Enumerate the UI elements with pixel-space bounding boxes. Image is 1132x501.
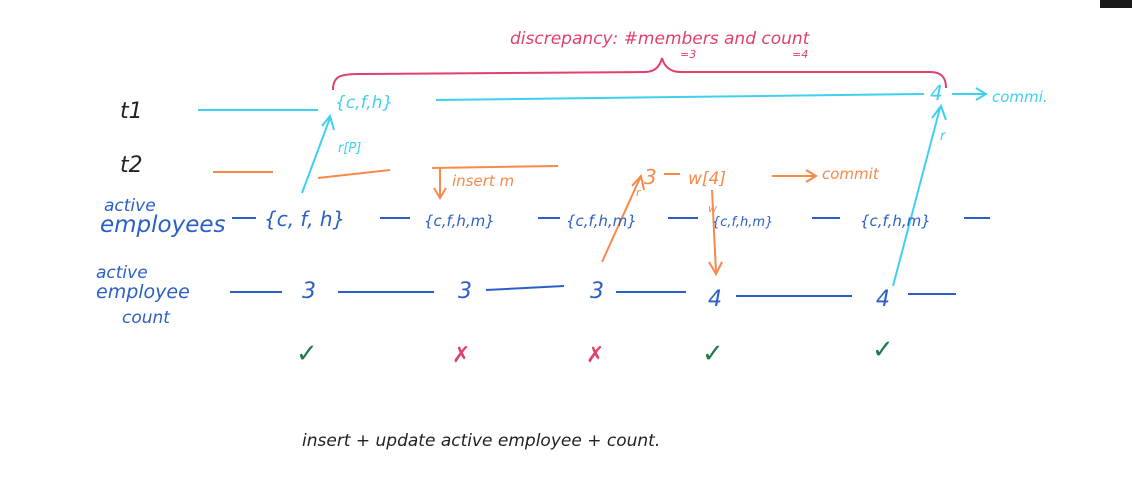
employees-state-2: {c,f,h,m}: [424, 212, 495, 230]
t2-line-mid2: [431, 165, 559, 169]
count-value: =4: [792, 48, 808, 61]
status-mark-1: ✓: [296, 339, 318, 369]
count-state-5: 4: [876, 287, 890, 312]
t2-write-arrow: [708, 189, 723, 277]
count-row: 3 3 3 4 4: [230, 279, 956, 312]
employees-label-line1: active: [104, 196, 156, 216]
status-mark-4: ✓: [702, 339, 724, 369]
count-label-line1: active: [96, 263, 148, 283]
t2-timeline: r[P] insert m 3 r w[4] commit w: [213, 141, 880, 277]
employees-state-1: {c, f, h}: [264, 207, 345, 231]
t2-write-label: w[4]: [688, 169, 726, 189]
row-labels: t1 t2 active employees active employee c…: [96, 99, 226, 328]
t1-label: t1: [120, 99, 143, 124]
employees-state-3: {c,f,h,m}: [566, 212, 637, 230]
count-line-2: [485, 285, 565, 291]
count-state-1: 3: [302, 279, 316, 304]
t1-commit-arrow: [952, 87, 988, 101]
discrepancy-title: discrepancy: #members and count: [510, 29, 811, 49]
t1-line-main: [435, 93, 925, 101]
count-state-2: 3: [458, 279, 472, 304]
discrepancy-brace: [332, 57, 947, 91]
t1-r-mark: r: [940, 129, 947, 144]
discrepancy-annotation: discrepancy: #members and count =3 =4: [332, 29, 947, 91]
t2-read-count: 3: [644, 165, 657, 189]
top-right-dark-strip: [1100, 0, 1132, 8]
employees-state-5: {c,f,h,m}: [860, 212, 931, 230]
t2-r-mark: r: [636, 186, 642, 199]
status-mark-3: ✗: [586, 343, 604, 368]
employees-label-line2: employees: [100, 212, 226, 238]
t2-commit-arrow: [772, 169, 818, 183]
t2-w-mark: w: [708, 202, 717, 215]
count-label-line3: count: [122, 308, 171, 328]
t1-count-read-arrow: [892, 103, 947, 287]
t2-read-label: r[P]: [338, 141, 361, 156]
status-mark-5: ✓: [872, 335, 894, 365]
count-state-4: 4: [708, 287, 722, 312]
status-mark-2: ✗: [452, 343, 470, 368]
t2-count-read-arrow: [601, 173, 645, 263]
t1-read-set: {c,f,h}: [335, 93, 393, 113]
caption: insert + update active employee + count.: [302, 431, 660, 451]
count-state-3: 3: [590, 279, 604, 304]
t2-insert-arrow: [433, 168, 447, 200]
employees-row: {c, f, h} {c,f,h,m} {c,f,h,m} {c,f,h,m} …: [232, 207, 990, 231]
status-marks: ✓ ✗ ✗ ✓ ✓: [296, 335, 894, 369]
t1-commit-value: 4: [930, 81, 943, 105]
t2-label: t2: [120, 153, 143, 178]
count-label-line2: employee: [96, 281, 190, 303]
t2-commit-label: commit: [822, 165, 880, 183]
t2-insert-label: insert m: [452, 172, 514, 190]
t1-commit-label: commi.: [992, 88, 1048, 106]
members-value: =3: [680, 48, 696, 61]
t1-timeline: {c,f,h} 4 commi. r: [198, 81, 1048, 287]
t2-line-mid1: [317, 169, 391, 179]
employees-state-4: {c,f,h,m}: [712, 215, 773, 230]
t1-read-arrow: [301, 113, 335, 194]
